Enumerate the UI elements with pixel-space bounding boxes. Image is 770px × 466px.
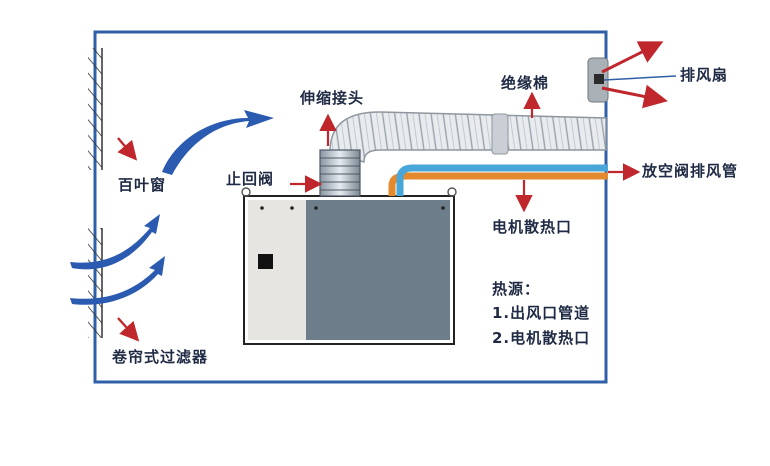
vent-pipe-orange: [388, 172, 608, 196]
insulated-duct: [329, 111, 607, 164]
airflow-arrow-2: [70, 214, 160, 270]
airflow-arrow-1: [162, 110, 274, 175]
expansion-joint: [319, 149, 361, 197]
room-wall: [93, 30, 608, 384]
label-motor-vent: 电机散热口: [492, 218, 573, 236]
label-vent-pipe: 放空阀排风管: [642, 162, 739, 180]
wall-hatch-lower: [88, 228, 102, 338]
control-display: [258, 254, 273, 269]
label-expansion-joint: 伸缩接头: [300, 89, 365, 107]
wall-hatch-upper: [88, 48, 102, 170]
label-check-valve: 止回阀: [226, 170, 275, 188]
label-insulation: 绝缘棉: [501, 74, 550, 92]
label-exhaust-fan: 排风扇: [680, 66, 729, 84]
filter-pointer: [117, 317, 140, 342]
heat-source-title: 热源：: [492, 280, 541, 298]
air-compressor-unit: [243, 195, 455, 345]
airflow-arrow-3: [70, 256, 165, 305]
fan-exhaust-arrow-down: [601, 84, 668, 109]
heat-source-item-1: 1.出风口管道: [492, 304, 591, 322]
vent-pipe-blue: [396, 164, 608, 196]
heat-source-item-2: 2.电机散热口: [492, 329, 591, 347]
label-louver: 百叶窗: [118, 176, 167, 194]
fan-exhaust-arrow-up: [601, 41, 664, 74]
label-roller-filter: 卷帘式过滤器: [112, 348, 209, 366]
fan-leader-line: [603, 75, 677, 81]
louver-pointer: [117, 137, 138, 161]
